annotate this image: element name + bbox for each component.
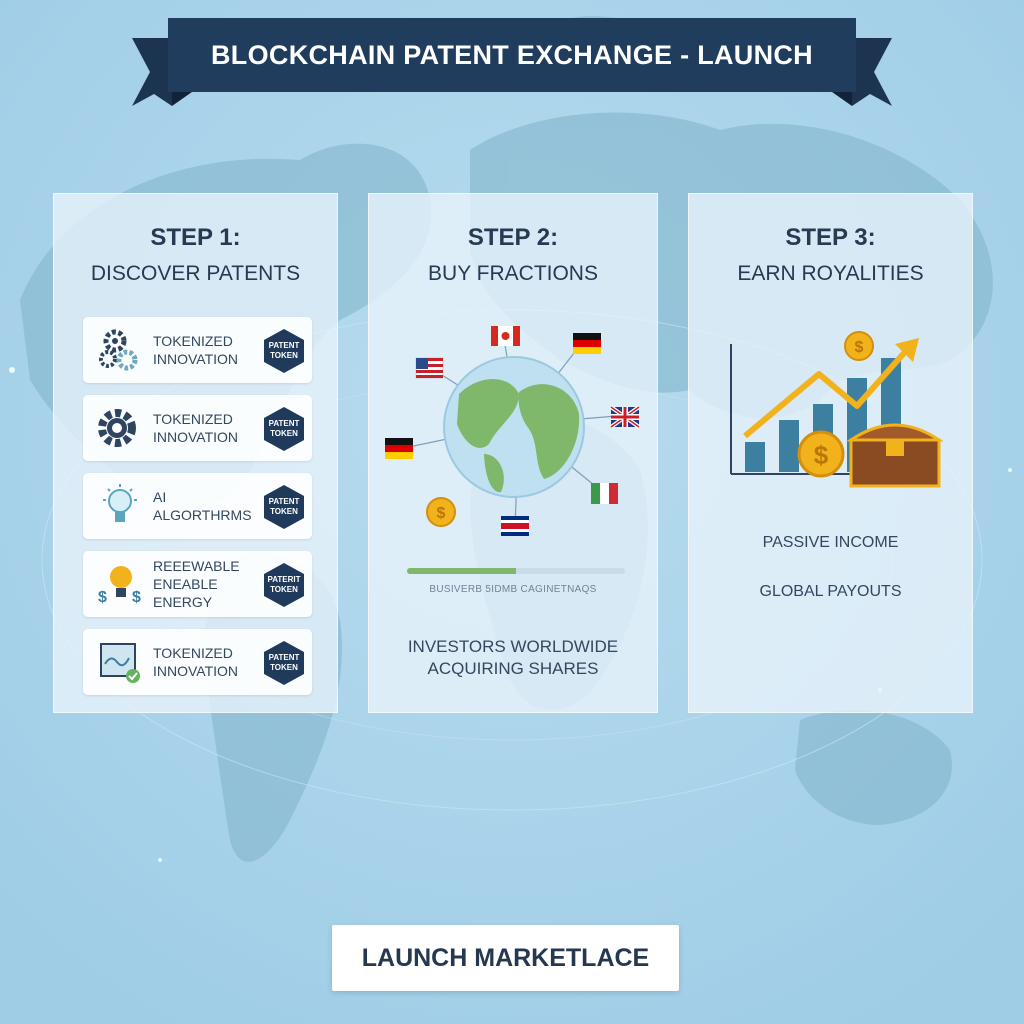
benefit-passive-income: PASSIVE INCOME <box>762 534 899 551</box>
patent-card[interactable]: AI ALGORTHRMS PATENT TOKEN <box>83 473 312 539</box>
svg-text:$: $ <box>98 589 107 606</box>
us-flag-icon <box>415 357 444 379</box>
step-2-number: STEP 2: <box>467 224 559 251</box>
benefit-global-payouts: GLOBAL PAYOUTS <box>759 583 902 600</box>
title-banner: BLOCKCHAIN PATENT EXCHANGE - LAUNCH <box>132 18 892 106</box>
patent-card-label: TOKENIZED INNOVATION <box>153 411 239 445</box>
renewable-energy-icon: $ $ <box>98 566 141 606</box>
germany-flag-icon <box>385 438 413 459</box>
patent-token-label: PATENT TOKEN <box>268 341 300 360</box>
patent-token-label: PATENT TOKEN <box>268 497 300 516</box>
investors-text-line-1: INVESTORS WORLDWIDE <box>407 637 619 656</box>
coin-icon: $ <box>426 497 456 527</box>
patent-card-label: AI ALGORTHRMS <box>153 489 252 523</box>
step-1-panel: STEP 1: DISCOVER PATENTS TOKENIZED INNOV… <box>53 193 338 713</box>
svg-text:$: $ <box>437 505 446 522</box>
svg-text:$: $ <box>132 589 141 606</box>
banner-title: BLOCKCHAIN PATENT EXCHANGE - LAUNCH <box>211 39 813 70</box>
patent-card-label: REEEWABLE ENEABLE ENERGY <box>153 558 240 610</box>
patent-token-label: PATERIT TOKEN <box>267 575 301 594</box>
svg-text:$: $ <box>855 339 864 356</box>
token-hexagon-icon <box>264 485 304 529</box>
funding-progress-bar <box>407 568 625 574</box>
royalty-growth-illustration: $ $ <box>730 331 944 488</box>
italy-flag-icon <box>591 483 618 504</box>
patent-card-label: TOKENIZED INNOVATION <box>153 645 239 679</box>
token-hexagon-icon <box>264 329 304 373</box>
step-3-title: EARN ROYALITIES <box>737 262 924 285</box>
patent-card[interactable]: TOKENIZED INNOVATION PATENT TOKEN <box>83 317 312 383</box>
launch-marketplace-button[interactable]: LAUNCH MARKETLACE <box>332 925 679 991</box>
treasure-chest-icon <box>846 423 944 488</box>
funding-progress-fill <box>407 568 516 574</box>
patent-card[interactable]: $ $ REEEWABLE ENEABLE ENERGY PATERIT TOK… <box>83 551 312 617</box>
patent-token-label: PATENT TOKEN <box>268 419 300 438</box>
patent-card[interactable]: TOKENIZED INNOVATION PATENT TOKEN <box>83 395 312 461</box>
step-2-panel: STEP 2: BUY FRACTIONS <box>368 193 658 713</box>
svg-text:$: $ <box>814 440 829 470</box>
step-3-panel: STEP 3: EARN ROYALITIES $ $ PASSIVE INCO… <box>688 193 973 713</box>
step-1-title: DISCOVER PATENTS <box>90 262 301 285</box>
blueprint-icon <box>100 643 140 683</box>
patent-card[interactable]: TOKENIZED INNOVATION PATENT TOKEN <box>83 629 312 695</box>
costa-rica-flag-icon <box>501 516 529 536</box>
token-hexagon-icon <box>264 641 304 685</box>
step-1-number: STEP 1: <box>150 224 241 251</box>
progress-caption: BUSIVERB 5IDMB CAGINETNAQS <box>429 584 597 595</box>
patent-card-label: TOKENIZED INNOVATION <box>153 333 239 367</box>
token-hexagon-icon <box>264 407 304 451</box>
gears-icon <box>99 329 138 371</box>
coin-icon: $ <box>797 430 845 478</box>
globe-illustration: $ <box>385 326 641 536</box>
lightbulb-icon <box>103 484 137 522</box>
coin-icon: $ <box>844 331 874 361</box>
canada-flag-icon <box>491 326 520 346</box>
step-3-number: STEP 3: <box>785 224 876 251</box>
step-2-title: BUY FRACTIONS <box>428 262 598 285</box>
gear-icon <box>98 409 136 447</box>
token-hexagon-icon <box>264 563 304 607</box>
uk-flag-icon <box>609 405 641 429</box>
germany-flag-icon <box>573 333 601 354</box>
investors-text-line-2: ACQUIRING SHARES <box>427 659 599 678</box>
patent-token-label: PATENT TOKEN <box>268 653 300 672</box>
